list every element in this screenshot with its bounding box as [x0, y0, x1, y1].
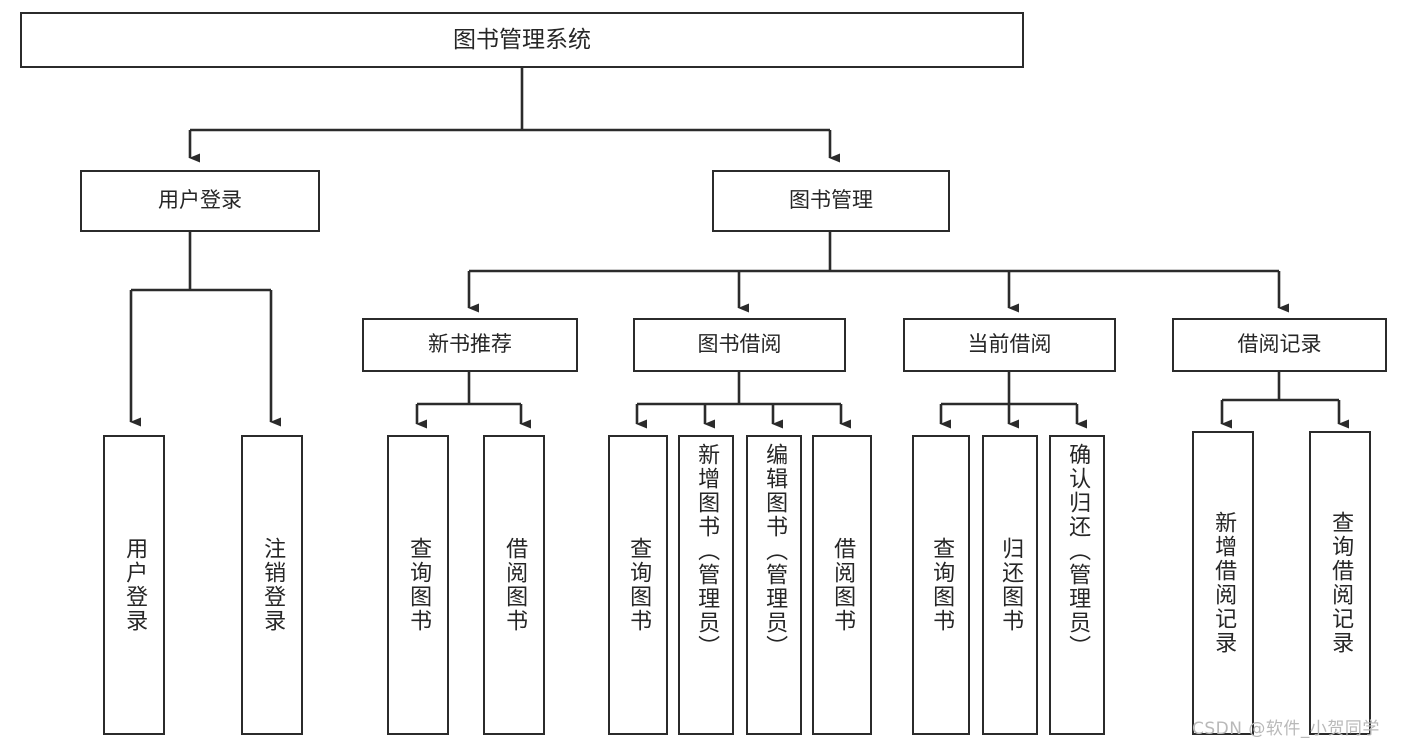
leaf-logout-login[interactable]: 注销登录 — [241, 435, 303, 735]
node-current-borrow[interactable]: 当前借阅 — [903, 318, 1116, 372]
leaf-label: 查询图书 — [406, 537, 432, 633]
leaf-label: 借阅图书 — [830, 537, 856, 633]
csdn-watermark: CSDN @软件_小贺同学 — [1192, 719, 1380, 739]
leaf-query-book-borrow[interactable]: 查询图书 — [608, 435, 668, 735]
leaf-borrow-book[interactable]: 借阅图书 — [812, 435, 872, 735]
leaf-label: 编辑图书（管理员） — [762, 443, 788, 659]
leaf-label: 借阅图书 — [502, 537, 528, 633]
leaf-query-book-recommend[interactable]: 查询图书 — [387, 435, 449, 735]
leaf-borrow-book-recommend[interactable]: 借阅图书 — [483, 435, 545, 735]
leaf-user-login[interactable]: 用户登录 — [103, 435, 165, 735]
node-root-book-management-system[interactable]: 图书管理系统 — [20, 12, 1024, 68]
leaf-label: 查询图书 — [626, 537, 652, 633]
leaf-query-borrow-record[interactable]: 查询借阅记录 — [1309, 431, 1371, 735]
leaf-label: 注销登录 — [260, 537, 286, 633]
node-book-management[interactable]: 图书管理 — [712, 170, 950, 232]
leaf-label: 新增借阅记录 — [1211, 511, 1237, 655]
leaf-label: 确认归还（管理员） — [1065, 443, 1091, 659]
node-user-login[interactable]: 用户登录 — [80, 170, 320, 232]
node-book-borrow[interactable]: 图书借阅 — [633, 318, 846, 372]
leaf-edit-book-admin[interactable]: 编辑图书（管理员） — [746, 435, 802, 735]
leaf-label: 查询图书 — [929, 537, 955, 633]
leaf-return-book[interactable]: 归还图书 — [982, 435, 1038, 735]
leaf-confirm-return-admin[interactable]: 确认归还（管理员） — [1049, 435, 1105, 735]
leaf-add-book-admin[interactable]: 新增图书（管理员） — [678, 435, 734, 735]
node-borrow-record[interactable]: 借阅记录 — [1172, 318, 1387, 372]
node-new-book-recommend[interactable]: 新书推荐 — [362, 318, 578, 372]
leaf-add-borrow-record[interactable]: 新增借阅记录 — [1192, 431, 1254, 735]
leaf-label: 归还图书 — [998, 537, 1024, 633]
leaf-label: 查询借阅记录 — [1328, 511, 1354, 655]
leaf-query-book-current[interactable]: 查询图书 — [912, 435, 970, 735]
leaf-label: 新增图书（管理员） — [694, 443, 720, 659]
leaf-label: 用户登录 — [122, 537, 148, 633]
